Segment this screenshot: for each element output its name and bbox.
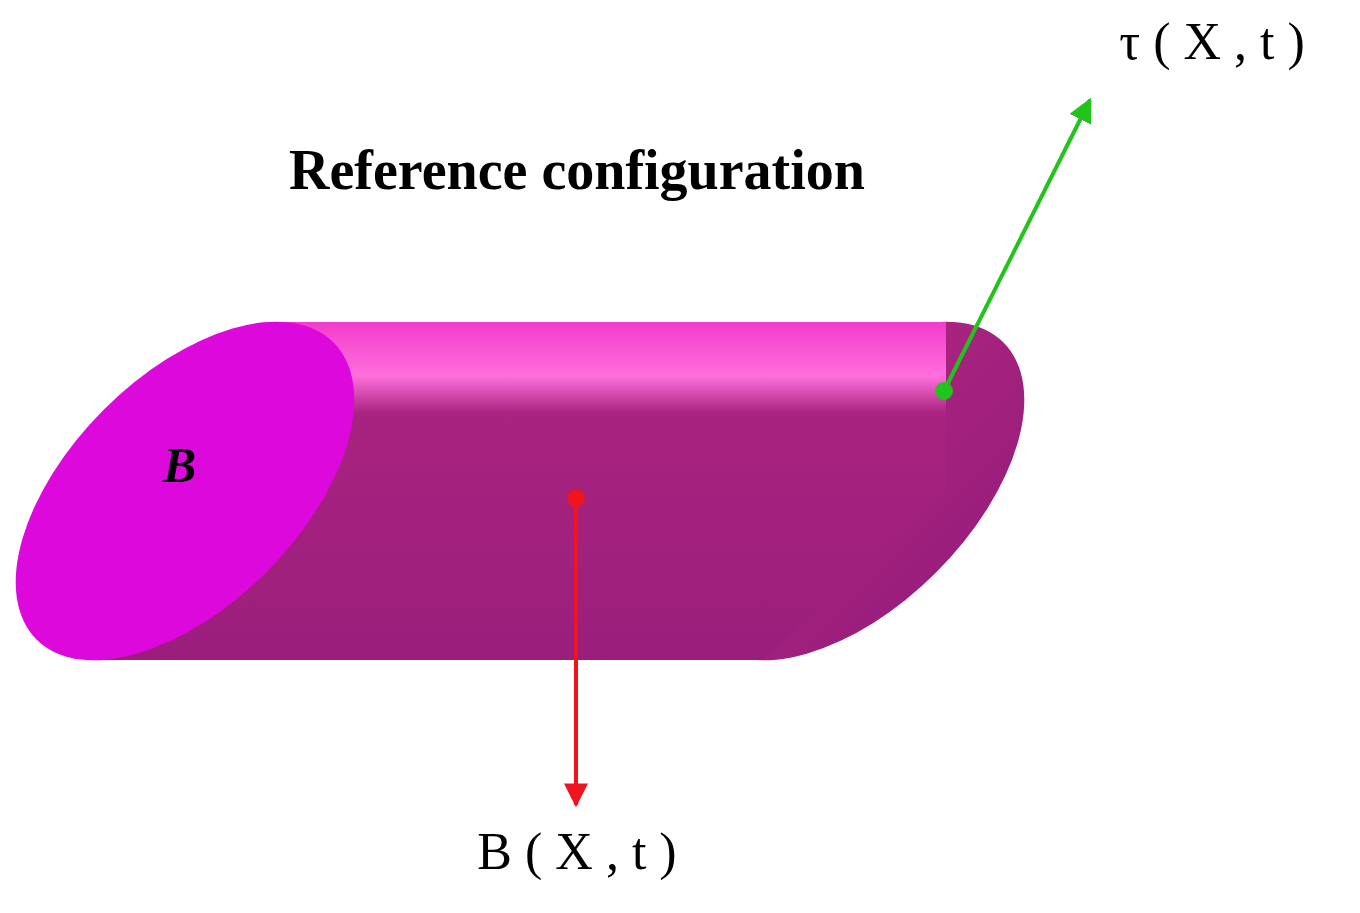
figure-title: Reference configuration bbox=[177, 138, 977, 202]
traction-arrow bbox=[944, 100, 1090, 391]
traction-point bbox=[935, 382, 953, 400]
traction-label: τ ( X , t ) bbox=[1119, 12, 1305, 71]
cylinder-face bbox=[0, 261, 415, 721]
body-force-label: B ( X , t ) bbox=[477, 822, 676, 881]
body-symbol: B bbox=[163, 436, 196, 494]
body-region: B bbox=[15, 318, 1025, 666]
body-force-point bbox=[567, 489, 585, 507]
body-force-arrow bbox=[574, 498, 578, 805]
